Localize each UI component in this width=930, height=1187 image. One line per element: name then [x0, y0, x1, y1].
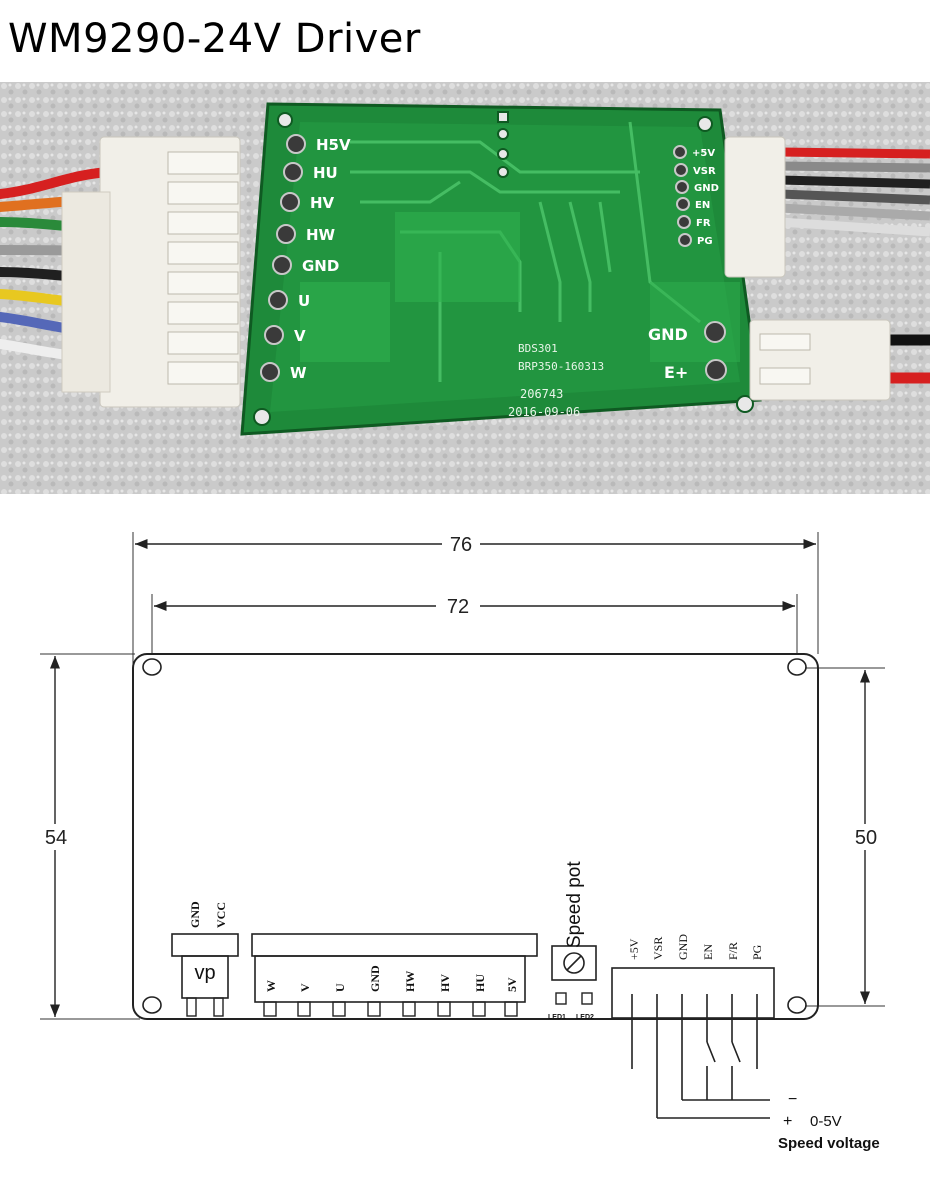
driver-board-photo: H5V HU HV HW GND U V W +5V VSR GND EN FR… — [0, 82, 930, 494]
pcb-label-gnd-ctrl: GND — [694, 183, 719, 194]
motor-pin-hu: HU — [473, 974, 487, 992]
dim-outer-width: 76 — [450, 534, 472, 556]
right-power-connector — [749, 319, 930, 401]
pcb-label-power-gnd: GND — [648, 325, 688, 344]
pcb-label-plus5v: +5V — [692, 148, 715, 159]
motor-pin-u: U — [333, 983, 347, 992]
control-connector — [611, 967, 775, 1019]
speed-pot-label: Speed pot — [564, 861, 585, 948]
motor-pin-5v: 5V — [505, 977, 519, 992]
led2-label: LED2 — [576, 1014, 594, 1021]
page-title: WM9290-24V Driver — [8, 16, 421, 62]
label-power-gnd: GND — [188, 901, 202, 928]
pcb-code-1: BDS301 — [518, 342, 558, 355]
pcb-label-vsr: VSR — [693, 166, 716, 177]
board-outline — [132, 653, 819, 1020]
pcb-code-3: 206743 — [520, 387, 563, 401]
led1-label: LED1 — [548, 1014, 566, 1021]
control-pin-plus5v: +5V — [627, 938, 641, 960]
pcb-label-h5v: H5V — [316, 136, 351, 154]
pcb-code-4: 2016-09-06 — [508, 405, 580, 419]
speed-voltage-range: 0-5V — [810, 1113, 842, 1130]
mounting-holes — [142, 658, 807, 1014]
dim-hole-height: 50 — [855, 827, 877, 849]
control-pin-fr: F/R — [726, 942, 740, 960]
left-connector — [61, 136, 241, 408]
motor-hall-connector — [251, 933, 538, 1017]
wiring-diagram: 76 72 54 50 vp GND VCC W V U — [36, 532, 886, 1152]
pcb-code-2: BRP350-160313 — [518, 360, 604, 373]
label-power-vcc: VCC — [214, 902, 228, 928]
pcb-label-power-e-plus: E+ — [664, 363, 688, 382]
speed-voltage-minus: − — [788, 1091, 797, 1108]
dim-outer-height: 54 — [45, 827, 67, 849]
pcb-label-gnd: GND — [302, 257, 339, 275]
power-connector-label: vp — [194, 962, 215, 984]
control-pin-en: EN — [701, 944, 715, 960]
motor-pin-w: W — [264, 980, 278, 992]
control-pin-vsr: VSR — [651, 937, 665, 960]
leds — [555, 992, 593, 1005]
speed-pot — [551, 945, 597, 981]
pcb-label-fr: FR — [696, 218, 711, 229]
right-control-connector — [724, 136, 930, 278]
motor-pin-hv: HV — [438, 974, 452, 992]
control-pin-gnd: GND — [676, 934, 690, 960]
pcb-label-hu: HU — [313, 164, 338, 182]
motor-pin-v: V — [298, 983, 312, 992]
motor-pin-gnd: GND — [368, 965, 382, 992]
power-connector: vp — [171, 933, 239, 1017]
speed-voltage-plus: + — [783, 1113, 792, 1130]
pcb-board: H5V HU HV HW GND U V W +5V VSR GND EN FR… — [240, 102, 762, 436]
pcb-label-v: V — [294, 327, 306, 345]
dim-hole-width: 72 — [447, 596, 469, 618]
control-pin-pg: PG — [750, 944, 764, 960]
speed-voltage-label: Speed voltage — [778, 1135, 880, 1152]
pcb-label-pg: PG — [697, 236, 713, 247]
pcb-label-hv: HV — [310, 194, 335, 212]
pcb-label-u: U — [298, 292, 310, 310]
control-wiring — [631, 994, 770, 1119]
pcb-label-en: EN — [695, 200, 710, 211]
motor-pin-hw: HW — [403, 971, 417, 992]
pcb-label-hw: HW — [306, 226, 336, 244]
pcb-label-w: W — [290, 364, 307, 382]
